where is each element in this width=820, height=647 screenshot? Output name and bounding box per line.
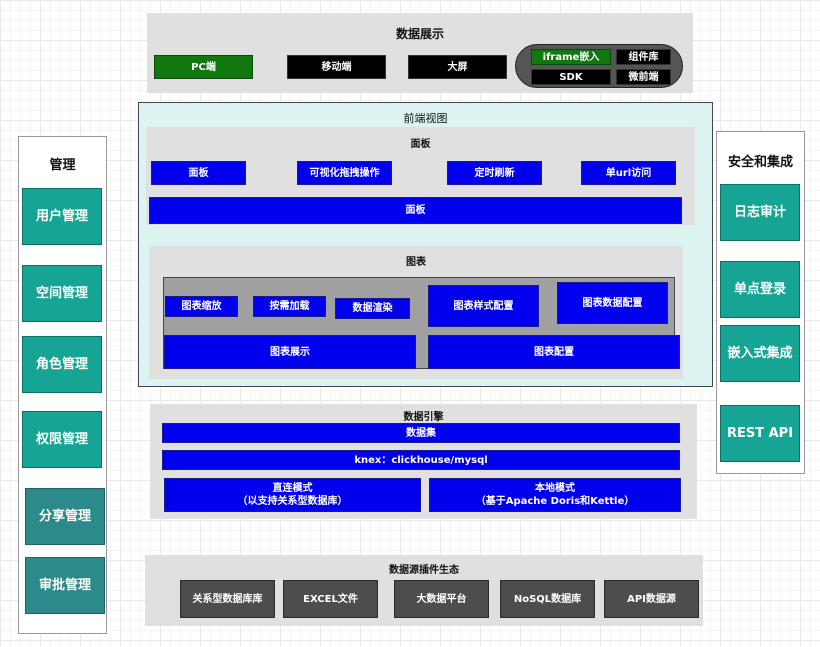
excel-file-box[interactable]: EXCEL文件: [283, 580, 378, 618]
microfront-box[interactable]: 微前端: [616, 69, 671, 85]
security-title: 安全和集成: [727, 155, 793, 170]
single-url-box[interactable]: 单url访问: [581, 161, 676, 185]
bigscreen-box[interactable]: 大屏: [408, 55, 507, 79]
data-engine-title: 数据引擎: [403, 412, 444, 423]
chart-zoom-box[interactable]: 图表缩放: [165, 296, 238, 317]
mobile-box[interactable]: 移动端: [287, 55, 386, 79]
log-audit-box[interactable]: 日志审计: [720, 184, 800, 241]
frontend-view-title: 前端视图: [403, 112, 448, 125]
chart-config-box[interactable]: 图表配置: [428, 335, 680, 369]
relational-db-box[interactable]: 关系型数据库库: [180, 580, 275, 618]
pc-box[interactable]: PC端: [154, 55, 253, 79]
approval-management-box[interactable]: 审批管理: [25, 557, 105, 614]
sso-box[interactable]: 单点登录: [720, 261, 800, 318]
nosql-db-box[interactable]: NoSQL数据库: [500, 580, 595, 618]
datasource-title: 数据源插件生态: [389, 565, 459, 576]
panel-box[interactable]: 面板: [151, 161, 246, 185]
share-management-box[interactable]: 分享管理: [25, 488, 105, 545]
embedded-integration-box[interactable]: 嵌入式集成: [720, 325, 800, 382]
data-render-box[interactable]: 数据渲染: [335, 298, 410, 319]
chart-section-title: 图表: [406, 257, 426, 268]
chart-data-config-box[interactable]: 图表数据配置: [557, 282, 668, 324]
direct-mode-box[interactable]: 直连模式 （以支持关系型数据库）: [164, 478, 421, 512]
timed-refresh-box[interactable]: 定时刷新: [447, 161, 542, 185]
rest-api-box[interactable]: REST API: [720, 405, 800, 462]
chart-show-box[interactable]: 图表展示: [164, 335, 416, 369]
management-title: 管理: [49, 158, 76, 173]
data-display-title: 数据展示: [395, 27, 444, 41]
local-mode-box[interactable]: 本地模式 （基于Apache Doris和Kettle）: [429, 478, 681, 512]
panel-wide-box[interactable]: 面板: [149, 197, 682, 224]
api-datasource-box[interactable]: API数据源: [604, 580, 699, 618]
panel-section-title: 面板: [410, 139, 431, 150]
space-management-box[interactable]: 空间管理: [22, 265, 102, 322]
chart-style-box[interactable]: 图表样式配置: [428, 285, 539, 327]
user-management-box[interactable]: 用户管理: [22, 188, 102, 245]
knex-box[interactable]: knex：clickhouse/mysql: [162, 450, 680, 470]
iframe-box[interactable]: iframe嵌入: [531, 49, 611, 65]
dataset-box[interactable]: 数据集: [162, 423, 680, 443]
drag-operation-box[interactable]: 可视化拖拽操作: [297, 161, 392, 185]
lazy-load-box[interactable]: 按需加载: [253, 296, 326, 317]
bigdata-platform-box[interactable]: 大数据平台: [394, 580, 489, 618]
role-management-box[interactable]: 角色管理: [22, 336, 102, 393]
permission-management-box[interactable]: 权限管理: [22, 411, 102, 468]
components-box[interactable]: 组件库: [616, 49, 671, 65]
sdk-box[interactable]: SDK: [531, 69, 611, 85]
